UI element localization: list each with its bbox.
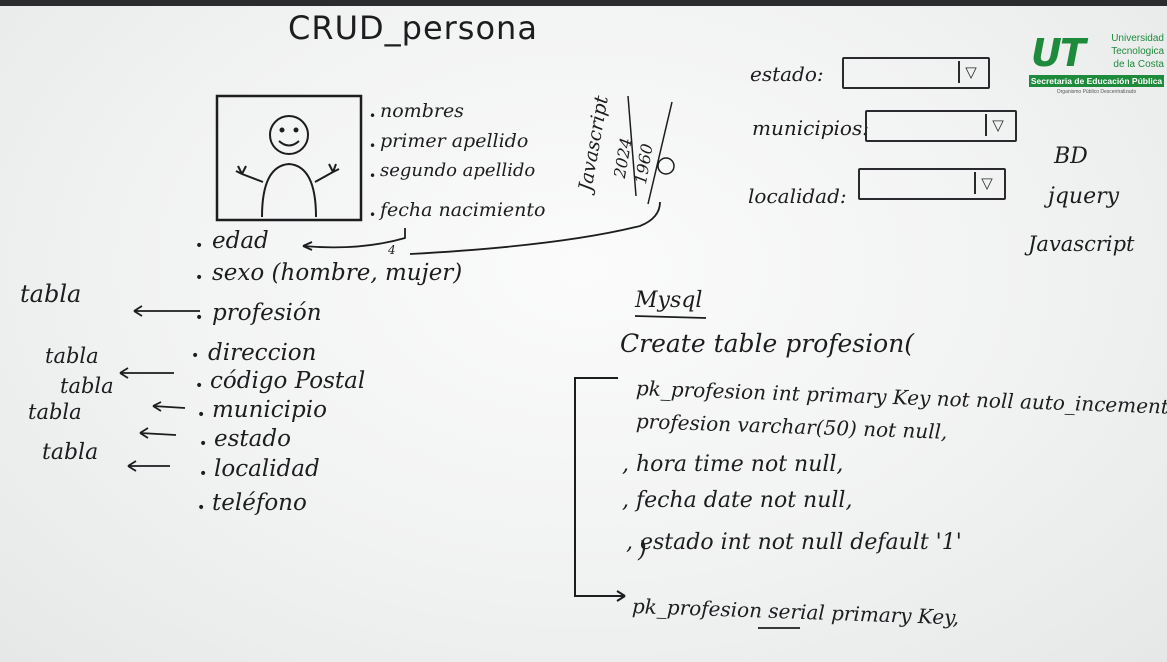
- sql-line: , estado int not null default '1': [626, 530, 962, 555]
- tabla-label: tabla: [60, 374, 114, 398]
- sql-bracket: [574, 377, 626, 602]
- field-fecha-nacimiento: fecha nacimiento: [380, 199, 546, 221]
- whiteboard-drawings: [119, 94, 800, 629]
- field-localidad: localidad: [214, 456, 320, 482]
- javascript-arrow: [409, 201, 661, 255]
- tabla-label: tabla: [45, 344, 99, 368]
- tech-javascript: Javascript: [1028, 232, 1135, 256]
- field-nombres: nombres: [380, 100, 464, 122]
- arrow-label: 4: [388, 243, 396, 257]
- dropdown-arrow-icon[interactable]: ▽: [974, 172, 998, 194]
- board-frame: [0, 0, 1167, 7]
- ut-logo-mark: UT: [1031, 31, 1086, 75]
- logo-line: de la Costa: [1113, 59, 1164, 70]
- dropdown-arrow-icon[interactable]: ▽: [958, 61, 982, 83]
- field-profesion: profesión: [212, 300, 322, 326]
- tabla-arrows: [119, 305, 200, 472]
- sql-line: , fecha date not null,: [622, 488, 853, 513]
- dropdown-arrow-icon[interactable]: ▽: [985, 114, 1009, 136]
- board-title: CRUD_persona: [288, 9, 538, 47]
- tabla-label: tabla: [28, 400, 82, 424]
- whiteboard: CRUD_persona UT Universidad Tecnologica …: [0, 6, 1167, 662]
- localidad-select[interactable]: ▽: [858, 168, 1006, 200]
- logo-line: Universidad: [1111, 33, 1164, 44]
- field-sexo: sexo (hombre, mujer): [212, 260, 463, 286]
- sql-heading: Mysql: [635, 288, 703, 313]
- university-logo: UT Universidad Tecnologica de la Costa S…: [1029, 31, 1164, 99]
- tech-bd: BD: [1054, 144, 1088, 169]
- field-municipio: municipio: [212, 397, 327, 423]
- tabla-label: tabla: [20, 280, 82, 308]
- sql-create: Create table profesion(: [620, 329, 915, 358]
- estado-select[interactable]: ▽: [842, 57, 990, 89]
- estado-label: estado:: [750, 62, 824, 86]
- field-edad: edad: [212, 228, 269, 254]
- field-primer-apellido: primer apellido: [380, 130, 529, 152]
- field-estado: estado: [214, 426, 291, 452]
- tech-jquery: jquery: [1048, 184, 1120, 209]
- municipios-label: municipios:: [752, 116, 869, 140]
- sql-close: ): [638, 538, 647, 563]
- localidad-label: localidad:: [748, 184, 847, 208]
- logo-ministry: Secretaria de Educación Pública: [1029, 75, 1164, 87]
- field-codigo-postal: código Postal: [210, 368, 366, 394]
- field-segundo-apellido: segundo apellido: [380, 160, 536, 181]
- municipios-select[interactable]: ▽: [865, 110, 1017, 142]
- tabla-label: tabla: [42, 440, 99, 465]
- logo-line: Tecnologica: [1111, 46, 1164, 57]
- stick-figure-icon: [235, 115, 340, 218]
- field-telefono: teléfono: [212, 490, 307, 516]
- edad-arrow: [302, 228, 406, 249]
- sql-line: , hora time not null,: [622, 452, 844, 477]
- photo-frame: [215, 94, 363, 222]
- logo-subtitle: Organismo Público Descentralizado: [1056, 89, 1137, 95]
- field-direccion: direccion: [208, 340, 317, 366]
